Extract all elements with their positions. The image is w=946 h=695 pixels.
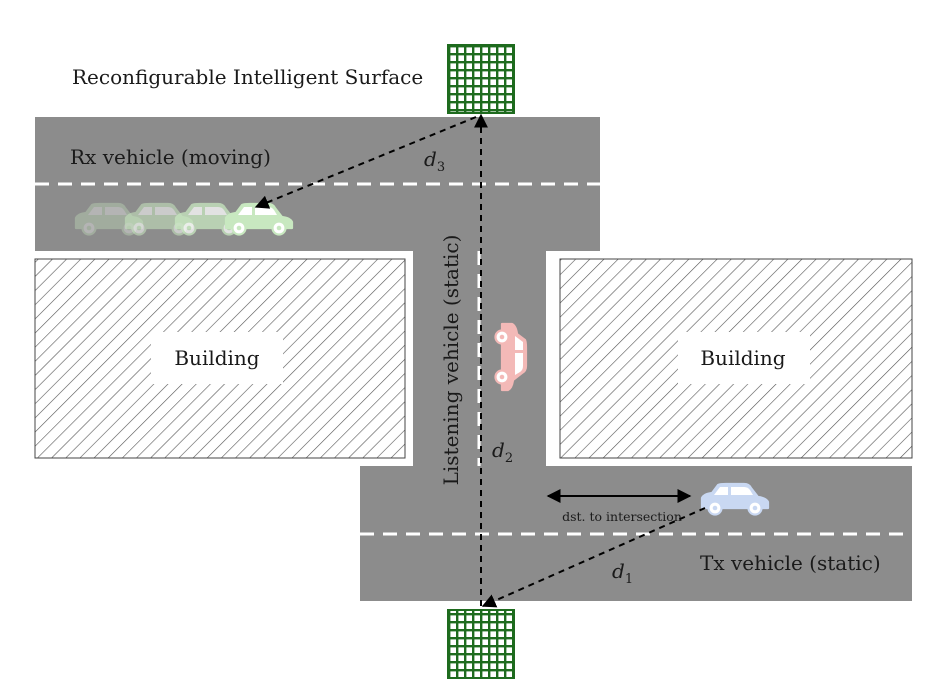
building-left: Building [34,258,406,459]
tx-vehicle-label: Tx vehicle (static) [700,551,881,575]
intersection-distance-label: dst. to intersection [562,509,682,524]
path-d3 [254,116,477,209]
d3-label: d3 [424,147,445,175]
building-left-label: Building [174,346,259,370]
d2-label: d2 [492,438,513,466]
rx-vehicle-label: Rx vehicle (moving) [70,145,271,169]
building-right-label: Building [700,346,785,370]
ris-top-panel [447,44,515,114]
ris-label: Reconfigurable Intelligent Surface [72,65,423,89]
road-network [35,117,912,601]
listening-vehicle-label: Listening vehicle (static) [439,235,463,486]
building-right: Building [559,258,913,459]
d1-label: d1 [612,559,633,587]
path-d1 [481,507,706,608]
ris-bottom-panel [447,609,515,679]
